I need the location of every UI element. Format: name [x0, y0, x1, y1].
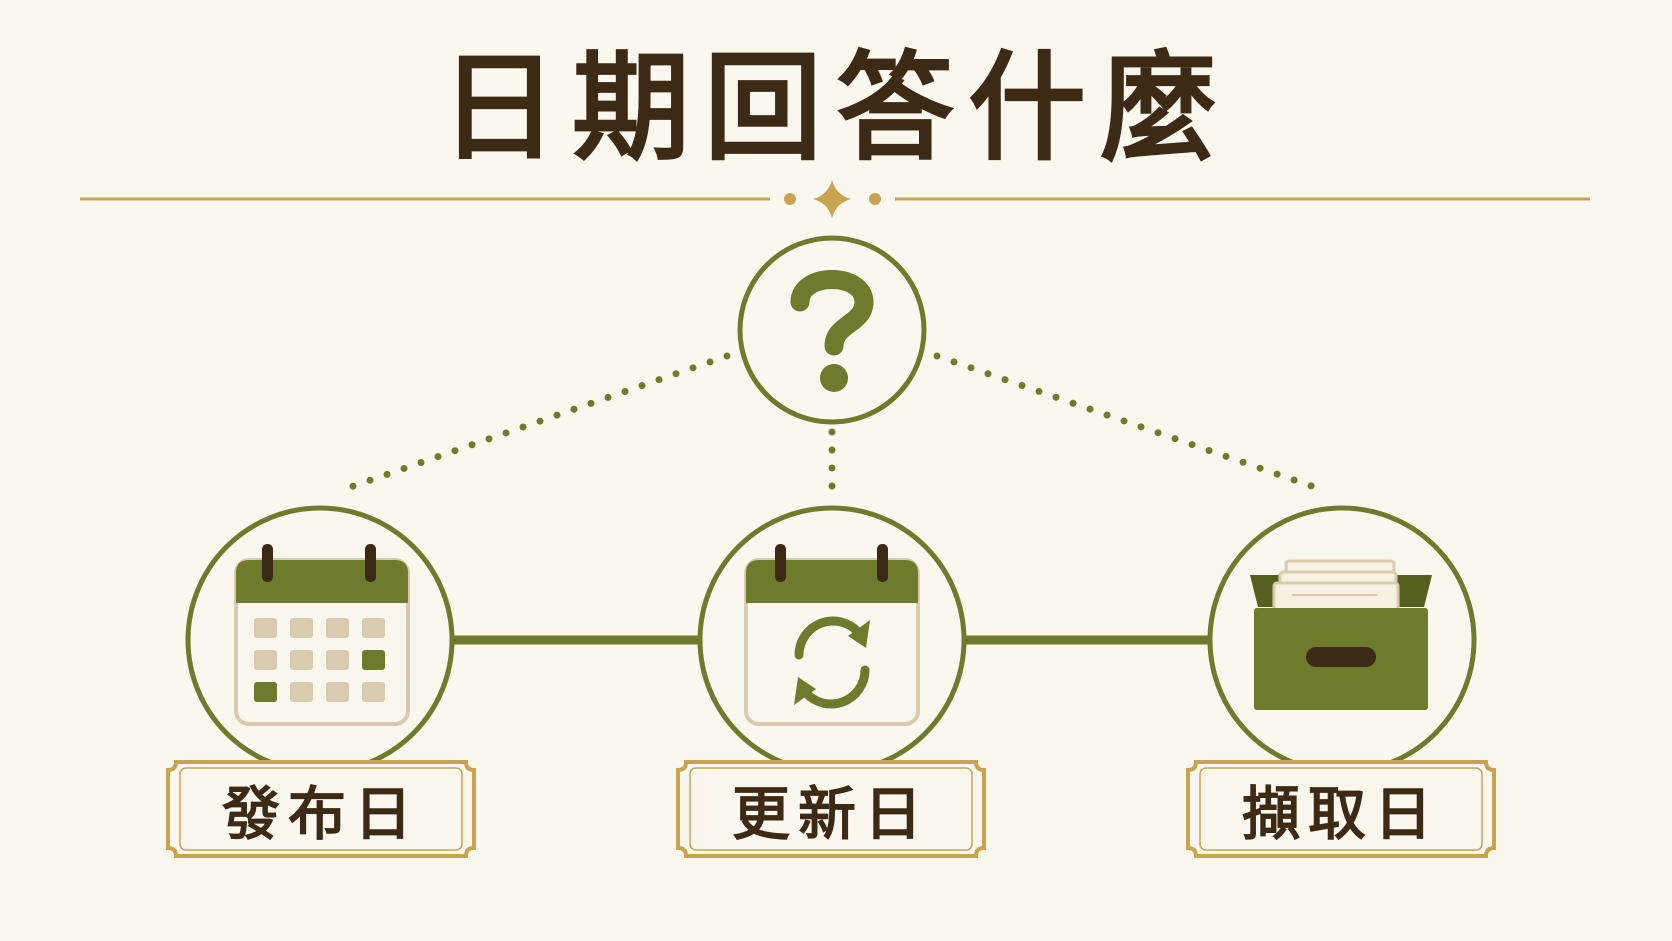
label-boxes: [166, 760, 1496, 858]
calendar-icon: [234, 544, 410, 726]
label-publish-date: 發布日: [221, 780, 420, 848]
label-inner-boxes: [179, 767, 1483, 851]
calendar-refresh-icon: [744, 544, 920, 726]
page-title: 日期回答什麼: [439, 38, 1232, 177]
label-retrieved-date: 擷取日: [1241, 780, 1440, 848]
node-update-date: [697, 505, 967, 775]
node-publish-date: [185, 505, 455, 775]
title-divider: [80, 180, 1590, 218]
question-node: [737, 235, 927, 425]
node-retrieved-date: [1207, 505, 1477, 775]
label-update-date: 更新日: [731, 780, 930, 848]
question-mark-icon: [790, 270, 874, 356]
archive-box-icon: [1250, 559, 1432, 710]
dotted-connectors: [341, 352, 1324, 498]
